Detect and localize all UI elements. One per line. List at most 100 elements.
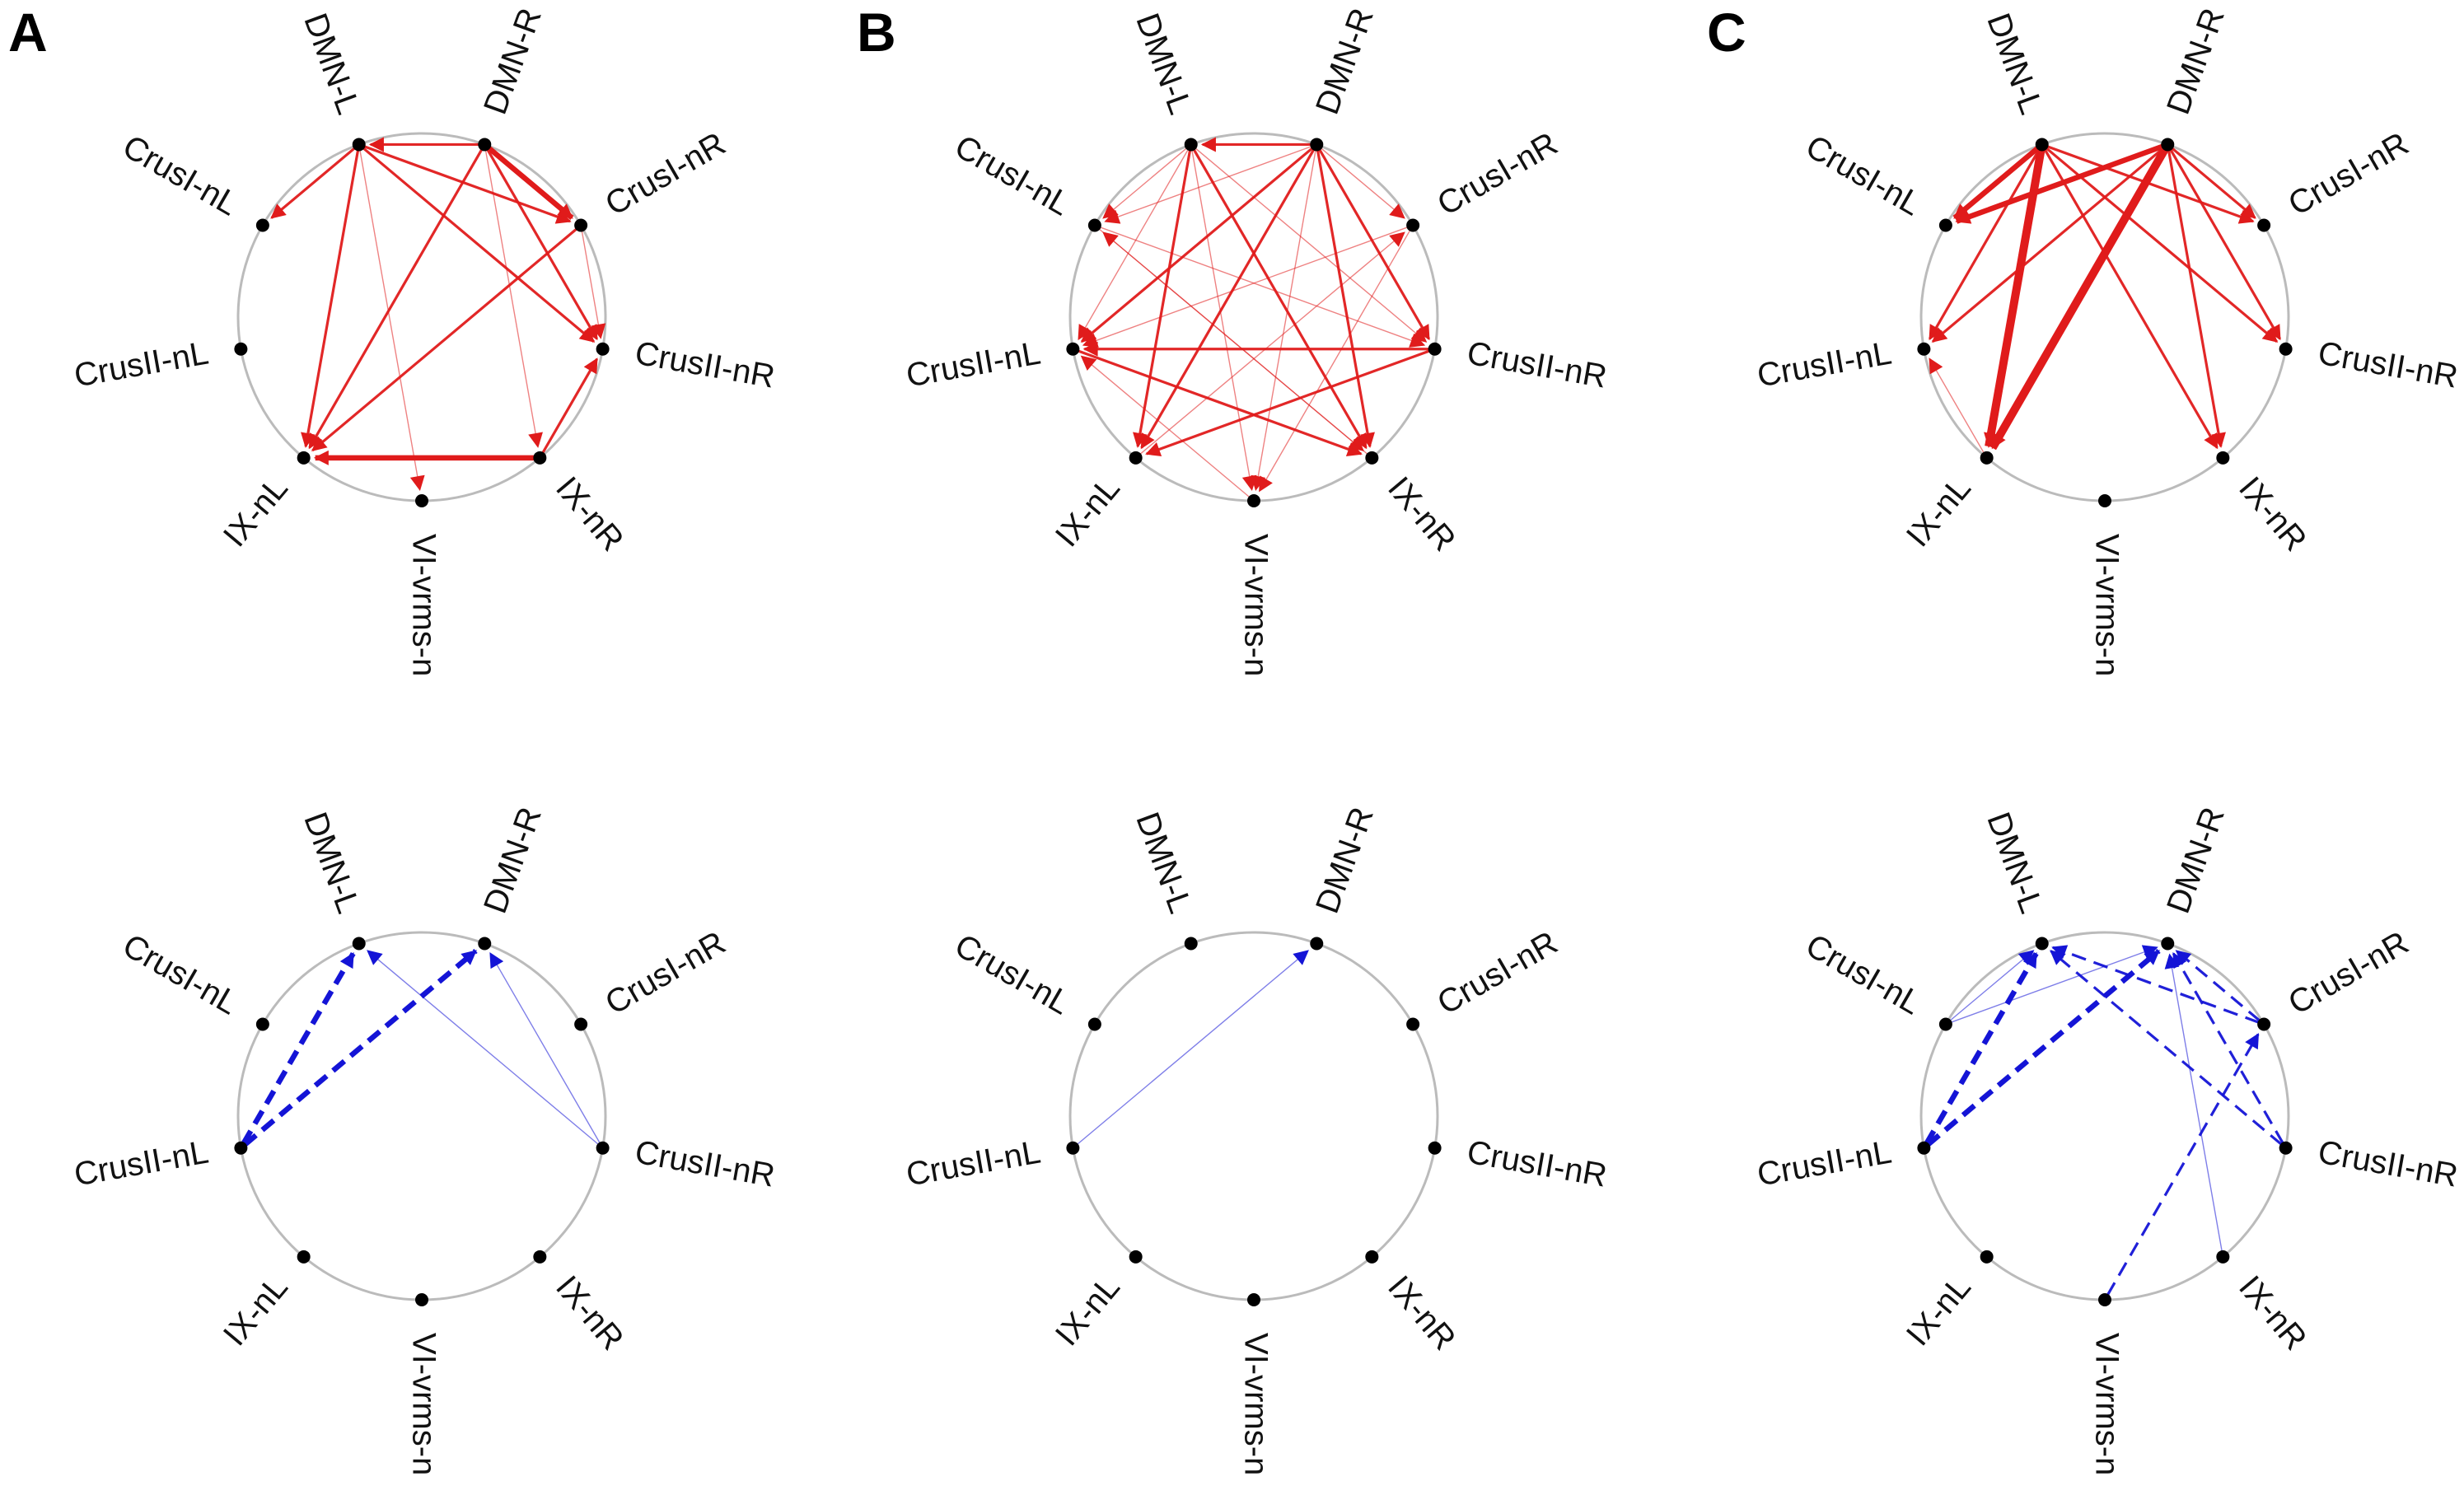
node-crusi-nr bbox=[2257, 218, 2271, 232]
node-ix-nr bbox=[533, 451, 547, 465]
node-label-crusii-nl: CrusII-nL bbox=[904, 1134, 1044, 1194]
node-dmn-r bbox=[2161, 937, 2175, 951]
edge-dmn-r-to-ix-nl bbox=[308, 147, 484, 450]
node-label-crusii-nl: CrusII-nL bbox=[1755, 1134, 1895, 1194]
node-label-crusi-nl: CrusI-nL bbox=[117, 128, 245, 223]
node-dmn-l bbox=[2035, 138, 2049, 152]
node-crusi-nr bbox=[574, 1017, 588, 1031]
node-crusii-nl bbox=[1917, 342, 1931, 356]
panel-letter-c: C bbox=[1707, 2, 1746, 63]
node-label-vi-vrms-n: VI-vrms-n bbox=[1237, 534, 1274, 676]
edge-dmn-r-to-ix-nr bbox=[2167, 149, 2226, 448]
node-dmn-r bbox=[1310, 138, 1324, 152]
diagram-grid: DMN-L DMN-R CrusI-nR CrusII-nR IX-nR VI-vrms-… bbox=[72, 3, 2461, 1475]
node-crusi-nl bbox=[1087, 1017, 1101, 1031]
node-dmn-l bbox=[1184, 937, 1198, 951]
edge-dmn-r-to-crusii-nl bbox=[1080, 147, 1314, 343]
edge-ix-nr-to-dmn-r bbox=[2164, 953, 2223, 1253]
ring-circle bbox=[236, 132, 607, 502]
node-label-dmn-r: DMN-R bbox=[1309, 3, 1381, 119]
edge-crusi-nr-to-ix-nl bbox=[311, 227, 578, 452]
node-crusi-nr bbox=[1406, 1017, 1420, 1031]
edge-dmn-l-to-crusii-nr bbox=[362, 147, 596, 343]
node-label-ix-nl: IX-nL bbox=[217, 1269, 295, 1353]
node-label-dmn-l: DMN-L bbox=[297, 8, 367, 119]
node-label-crusii-nr: CrusII-nR bbox=[2316, 1134, 2461, 1194]
node-dmn-r bbox=[478, 138, 492, 152]
node-ix-nl bbox=[1980, 1250, 1994, 1264]
edge-crusii-nl-to-dmn-l bbox=[1924, 951, 2039, 1146]
edge-dmn-l-to-ix-nr bbox=[1192, 147, 1368, 450]
node-label-crusii-nl: CrusII-nL bbox=[904, 335, 1044, 395]
edge-ix-nr-to-crusii-nr bbox=[540, 357, 598, 455]
node-ix-nl bbox=[1129, 1250, 1143, 1264]
node-label-dmn-r: DMN-R bbox=[477, 3, 549, 119]
edges bbox=[1929, 143, 2281, 454]
node-crusii-nr bbox=[596, 1141, 610, 1155]
node-label-crusi-nr: CrusI-nR bbox=[600, 125, 732, 222]
node-label-ix-nl: IX-nL bbox=[1900, 470, 1978, 554]
node-ix-nl bbox=[297, 1250, 311, 1264]
edge-dmn-r-to-crusii-nr bbox=[485, 147, 598, 341]
edge-dmn-l-to-ix-nl bbox=[1133, 149, 1192, 448]
edge-dmn-l-to-vi-vrms-n bbox=[1191, 149, 1257, 491]
edge-dmn-r-to-crusi-nr bbox=[486, 145, 574, 220]
node-label-crusii-nr: CrusII-nR bbox=[633, 335, 778, 395]
edges bbox=[1077, 137, 1431, 498]
node-label-ix-nr: IX-nR bbox=[1381, 470, 1462, 558]
node-ix-nl bbox=[1129, 451, 1143, 465]
edge-crusii-nr-to-dmn-l bbox=[367, 950, 600, 1146]
node-crusii-nl bbox=[1066, 342, 1080, 356]
edge-dmn-r-to-vi-vrms-n bbox=[1251, 149, 1316, 491]
edge-dmn-r-to-ix-nl bbox=[1989, 147, 2169, 451]
edge-dmn-l-to-ix-nl bbox=[301, 149, 360, 448]
ring-circle bbox=[1919, 931, 2290, 1301]
node-dmn-l bbox=[2035, 937, 2049, 951]
edge-crusi-nr-to-dmn-l bbox=[2051, 945, 2261, 1024]
panel-letter-a: A bbox=[8, 2, 48, 63]
ring-circle bbox=[1068, 132, 1439, 502]
edge-crusii-nl-to-dmn-r bbox=[1925, 948, 2161, 1147]
edges bbox=[241, 948, 601, 1147]
edge-dmn-l-to-crusi-nr bbox=[362, 144, 572, 224]
edge-dmn-r-to-crusi-nr bbox=[2170, 147, 2256, 219]
edge-crusii-nr-to-dmn-l bbox=[2050, 950, 2284, 1147]
node-label-crusii-nr: CrusII-nR bbox=[633, 1134, 778, 1194]
edge-dmn-r-to-crusii-nr bbox=[2168, 147, 2281, 341]
node-label-dmn-l: DMN-L bbox=[1129, 8, 1199, 119]
edges bbox=[270, 137, 606, 491]
node-crusi-nl bbox=[1938, 1017, 1952, 1031]
node-label-vi-vrms-n: VI-vrms-n bbox=[405, 1333, 442, 1475]
node-crusi-nl bbox=[1087, 218, 1101, 232]
edge-ix-nr-to-crusi-nl bbox=[1102, 231, 1369, 456]
node-label-vi-vrms-n: VI-vrms-n bbox=[2088, 1333, 2125, 1475]
edge-dmn-r-to-crusi-nr bbox=[1320, 147, 1405, 219]
node-label-crusi-nr: CrusI-nR bbox=[600, 924, 732, 1021]
edge-dmn-l-to-ix-nl bbox=[1984, 148, 2046, 448]
node-label-crusi-nr: CrusI-nR bbox=[2283, 924, 2415, 1021]
edge-crusi-nr-to-vi-vrms-n bbox=[1259, 229, 1411, 493]
edge-dmn-r-to-ix-nr bbox=[1316, 149, 1375, 448]
node-label-vi-vrms-n: VI-vrms-n bbox=[1237, 1333, 1274, 1475]
edge-dmn-l-to-ix-nr bbox=[2043, 147, 2219, 450]
edge-ix-nl-to-crusi-nr bbox=[1138, 231, 1405, 456]
node-label-ix-nr: IX-nR bbox=[549, 1269, 630, 1357]
node-label-crusi-nl: CrusI-nL bbox=[949, 927, 1077, 1022]
edge-vi-vrms-n-to-crusi-nr bbox=[2106, 1033, 2260, 1296]
edge-crusi-nr-to-dmn-r bbox=[2175, 950, 2261, 1022]
node-vi-vrms-n bbox=[2098, 494, 2111, 507]
node-label-crusii-nl: CrusII-nL bbox=[1755, 335, 1895, 395]
edge-crusii-nl-to-dmn-l bbox=[241, 951, 356, 1146]
edge-dmn-l-to-crusi-nl bbox=[1952, 145, 2041, 220]
edge-crusi-nl-to-crusii-nr bbox=[1099, 226, 1426, 348]
node-label-vi-vrms-n: VI-vrms-n bbox=[2088, 534, 2125, 676]
node-label-vi-vrms-n: VI-vrms-n bbox=[405, 534, 442, 676]
node-ix-nr bbox=[533, 1250, 547, 1264]
node-dmn-l bbox=[352, 138, 366, 152]
edges bbox=[1076, 950, 1309, 1146]
node-label-ix-nr: IX-nR bbox=[1381, 1269, 1462, 1357]
node-vi-vrms-n bbox=[1247, 1293, 1260, 1306]
